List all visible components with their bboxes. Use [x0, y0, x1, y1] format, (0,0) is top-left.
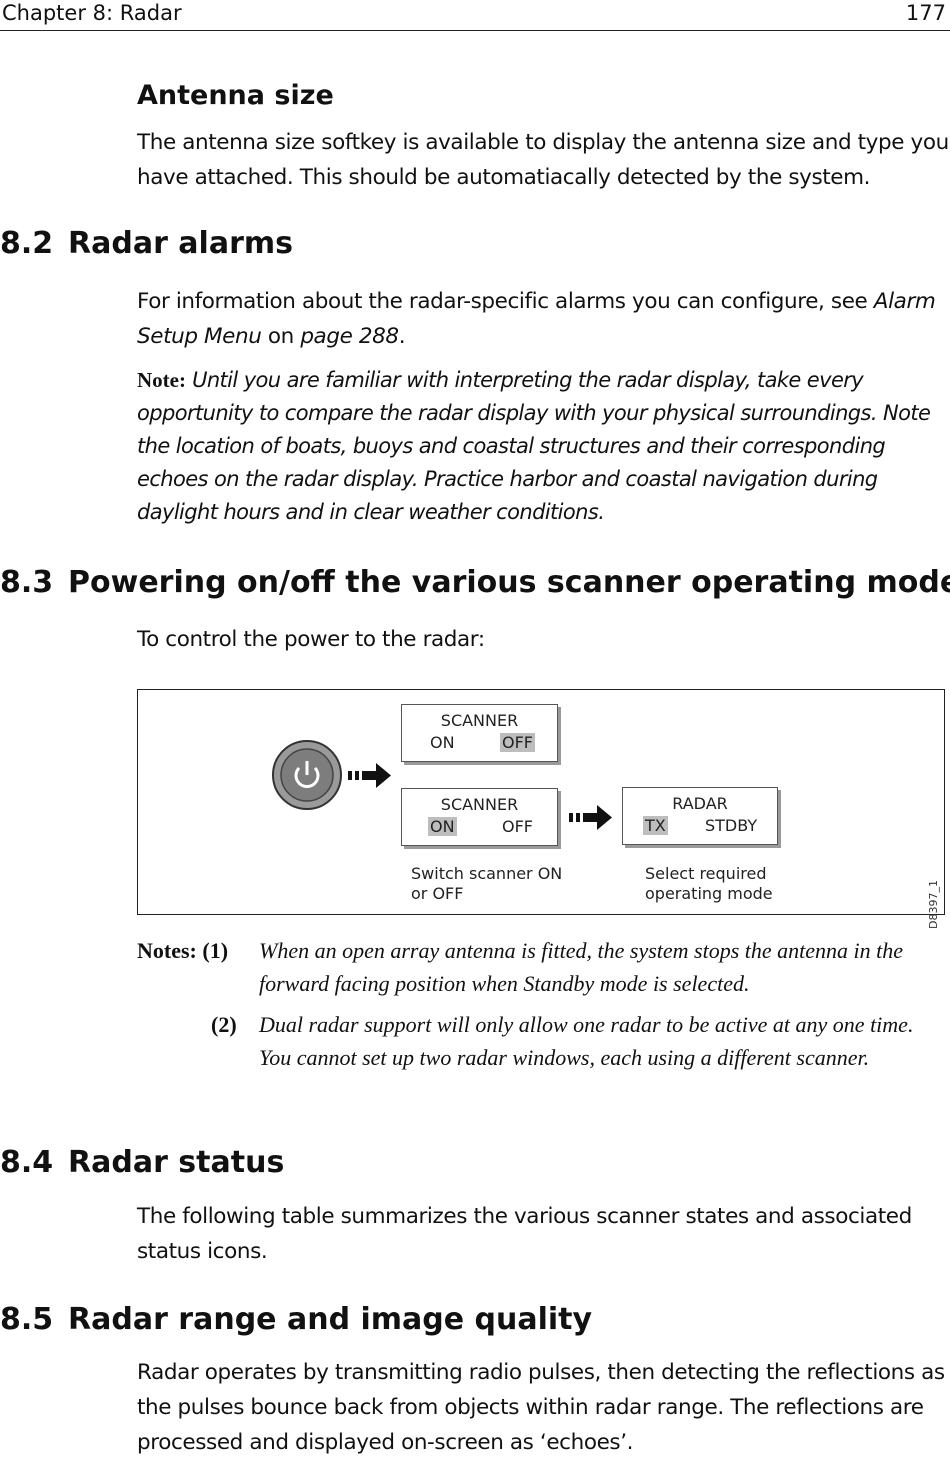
figure-code: D8397_1: [927, 880, 940, 929]
notes-label-group: Notes: (1): [137, 934, 228, 967]
text-run: .: [398, 324, 406, 349]
note-block: Note: Until you are familiar with interp…: [137, 364, 949, 529]
power-control-paragraph: To control the power to the radar:: [137, 627, 485, 652]
softkey-title: SCANNER: [440, 711, 519, 730]
section-8-2-heading: 8.2 Radar alarms: [0, 226, 293, 261]
page-header: Chapter 8: Radar 177: [0, 0, 950, 31]
note-number: (1): [202, 938, 229, 963]
note-text: Dual radar support will only allow one r…: [259, 1012, 914, 1070]
radar-range-paragraph: Radar operates by transmitting radio pul…: [137, 1360, 945, 1455]
note-text: Until you are familiar with interpreting…: [137, 368, 931, 524]
page-number: 177: [905, 1, 946, 25]
section-number: 8.3: [0, 565, 54, 600]
select-mode-caption: Select required operating mode: [645, 864, 773, 904]
caption-line: Switch scanner ON: [411, 864, 563, 883]
softkey-option-stdby: STDBY: [705, 816, 758, 835]
text-run: For information about the radar-specific…: [137, 289, 874, 314]
softkey-title: RADAR: [672, 794, 728, 813]
antenna-size-heading: Antenna size: [137, 80, 334, 111]
note-1: Notes: (1) When an open array antenna is…: [137, 934, 949, 1000]
section-number: 8.5: [0, 1302, 54, 1337]
section-8-5-heading: 8.5 Radar range and image quality: [0, 1302, 592, 1337]
softkey-option-tx-selected: TX: [643, 816, 668, 835]
softkey-option-off-selected: OFF: [500, 733, 535, 752]
arrow-right-icon: [348, 763, 391, 788]
alarm-setup-menu-link[interactable]: Alarm Setup Menu: [137, 289, 936, 349]
notes-label: Notes:: [137, 938, 197, 963]
section-8-3-heading: 8.3 Powering on/off the various scanner o…: [0, 565, 950, 600]
section-title: Radar status: [68, 1145, 285, 1180]
section-8-4-heading: 8.4 Radar status: [0, 1145, 284, 1180]
page-288-link[interactable]: page 288: [300, 324, 399, 349]
scanner-power-figure: SCANNER ON OFF SCANNER ON OFF RADAR TX S…: [137, 689, 945, 929]
scanner-softkey-on[interactable]: SCANNER ON OFF: [401, 788, 558, 846]
caption-line: or OFF: [411, 884, 464, 903]
chapter-title: Chapter 8: Radar: [2, 1, 182, 25]
section-title: Radar alarms: [68, 226, 293, 261]
text-run: on: [261, 324, 301, 349]
power-button-icon: [272, 740, 342, 810]
section-number: 8.4: [0, 1145, 54, 1180]
softkey-title: SCANNER: [440, 795, 519, 814]
note-2: (2) Dual radar support will only allow o…: [137, 1008, 949, 1108]
radar-alarms-paragraph: For information about the radar-specific…: [137, 284, 949, 354]
antenna-size-paragraph: The antenna size softkey is available to…: [137, 130, 949, 190]
section-title: Powering on/off the various scanner oper…: [68, 565, 950, 600]
section-title: Radar range and image quality: [68, 1302, 593, 1337]
radar-softkey-tx[interactable]: RADAR TX STDBY: [622, 787, 778, 845]
softkey-option-on-selected: ON: [428, 817, 457, 836]
scanner-softkey-off[interactable]: SCANNER ON OFF: [401, 704, 558, 762]
section-number: 8.2: [0, 226, 54, 261]
caption-line: Select required: [645, 864, 767, 883]
softkey-option-off: OFF: [502, 817, 533, 836]
note-text: When an open array antenna is fitted, th…: [259, 938, 904, 996]
softkey-option-on: ON: [430, 733, 455, 752]
note-label: Note:: [137, 368, 186, 392]
arrow-right-icon: [569, 805, 612, 830]
switch-scanner-caption: Switch scanner ON or OFF: [411, 864, 562, 904]
caption-line: operating mode: [645, 884, 773, 903]
radar-status-paragraph: The following table summarizes the vario…: [137, 1204, 912, 1264]
note-number: (2): [211, 1012, 237, 1037]
figure-graphics: [272, 740, 612, 830]
